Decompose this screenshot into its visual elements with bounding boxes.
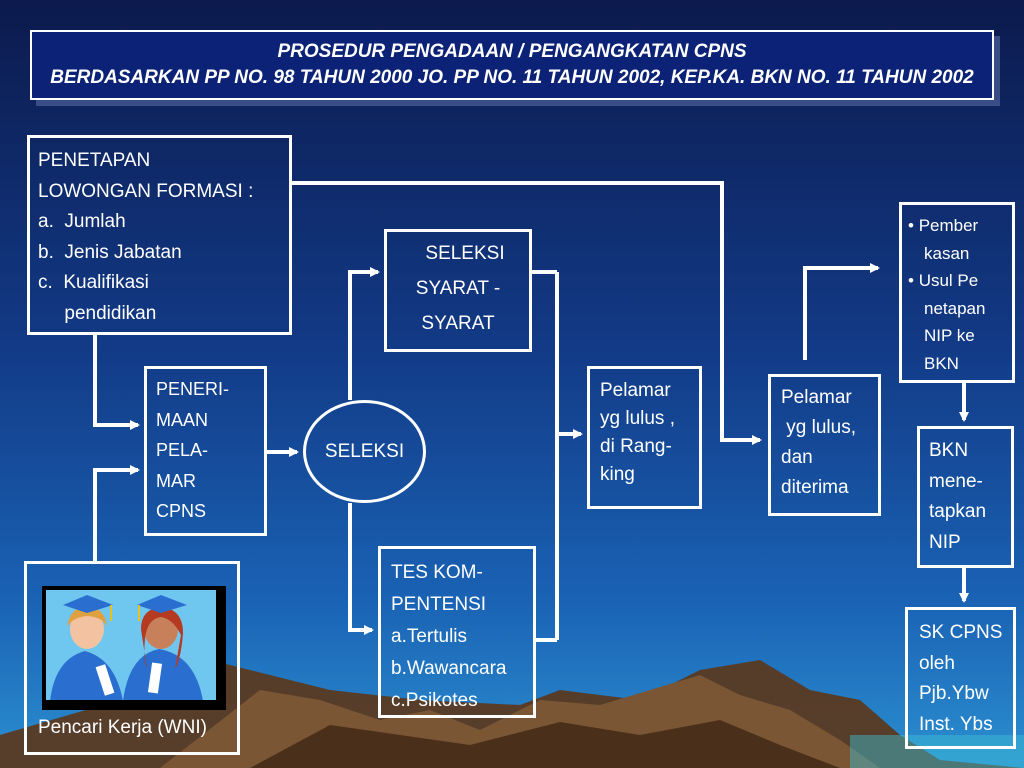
penetapan-line: c. Kualifikasi [38,272,149,293]
diterima-line: yg lulus, [781,417,856,438]
bullet-pemberkasan: • Pember kasan [908,212,1006,267]
tes-line: b.Wawancara [391,658,507,679]
bkn-line: NIP [929,531,961,553]
pelamar-lulus-line: di Rang- [600,436,672,457]
pelamar-diterima-box: Pelamar yg lulus, dan diterima [768,374,881,516]
title-line-2: BERDASARKAN PP NO. 98 TAHUN 2000 JO. PP … [50,67,974,88]
pencari-kerja-label: Pencari Kerja (WNI) [38,717,207,738]
penetapan-line: PENETAPAN [38,150,151,171]
penetapan-line: b. Jenis Jabatan [38,241,182,263]
sk-line: SK CPNS [919,622,1003,643]
syarat-line: SELEKSI [425,243,505,264]
syarat-line: SYARAT - [415,278,501,299]
title-line-1: PROSEDUR PENGADAAN / PENGANGKATAN CPNS [277,41,747,62]
penetapan-line: a. Jumlah [38,211,126,232]
bullet-usul-penetapan: • Usul Pe netapan NIP ke BKN [908,267,1006,377]
sk-line: Pjb.Ybw [919,683,989,704]
arrow-pencari-to-penerimaan [93,465,140,561]
penerimaan-line: PENERI- [156,379,230,399]
tes-line: a.Tertulis [391,626,468,647]
pemberkasan-line: Usul Pe [918,271,979,290]
bkn-menetapkan-nip-box: BKN mene- tapkan NIP [917,426,1014,568]
penerimaan-line: MAAN [156,409,209,430]
penetapan-lowongan-box: PENETAPAN LOWONGAN FORMASI : a. Jumlah b… [27,135,292,335]
graduates-clipart-image [42,586,226,710]
arrow-penetapan-to-penerimaan [93,335,140,430]
penerimaan-line: CPNS [156,501,207,521]
sk-line: oleh [919,652,955,674]
penerimaan-line: MAR [156,470,196,491]
syarat-line: SYARAT [421,313,495,334]
pemberkasan-line: NIP ke [924,326,975,345]
pelamar-lulus-line: king [600,464,635,485]
bkn-line: mene- [929,470,983,492]
seleksi-label: SELEKSI [324,440,405,462]
sk-cpns-box: SK CPNS oleh Pjb.Ybw Inst. Ybs [905,607,1016,749]
tes-line: c.Psikotes [391,690,478,711]
arrow-seleksi-to-tes [348,503,374,635]
diagram-title: PROSEDUR PENGADAAN / PENGANGKATAN CPNS B… [30,30,994,100]
pemberkasan-line: kasan [924,243,970,263]
penerimaan-line: PELA- [156,440,209,460]
tes-line: TES KOM- [391,562,483,583]
pelamar-lulus-ranking-box: Pelamar yg lulus , di Rang- king [587,366,702,509]
bullet-dot-icon: • [908,216,919,235]
pelamar-lulus-line: yg lulus , [600,408,675,429]
seleksi-syarat-box: SELEKSI SYARAT - SYARAT [384,229,532,352]
diterima-line: dan [781,447,813,468]
arrow-diterima-to-pemberkasan [803,263,880,360]
sk-line: Inst. Ybs [919,713,993,735]
bkn-line: tapkan [929,501,987,522]
arrow-join-to-pelamar [555,272,581,640]
diterima-line: Pelamar [781,387,852,408]
pemberkasan-line: netapan [924,298,986,318]
seleksi-oval: SELEKSI [303,400,426,503]
pemberkasan-line: BKN [924,353,959,373]
penetapan-line: LOWONGAN FORMASI : [38,180,254,202]
penerimaan-pelamar-box: PENERI- MAAN PELA- MAR CPNS [144,366,267,536]
pelamar-lulus-line: Pelamar [600,380,671,401]
arrow-seleksi-to-syarat [348,267,380,400]
diterima-line: diterima [781,477,849,498]
tes-line: PENTENSI [391,594,487,615]
pencari-kerja-box: Pencari Kerja (WNI) [24,561,240,755]
arrow-penetapan-to-pelamar [292,181,762,445]
bullet-dot-icon: • [908,271,919,290]
penetapan-line: pendidikan [38,302,157,324]
pemberkasan-line: Pember [918,216,979,235]
bkn-line: BKN [929,440,969,461]
pemberkasan-box: • Pember kasan • Usul Pe netapan NIP ke … [899,202,1015,383]
tes-kompetensi-box: TES KOM- PENTENSI a.Tertulis b.Wawancara… [378,546,536,718]
